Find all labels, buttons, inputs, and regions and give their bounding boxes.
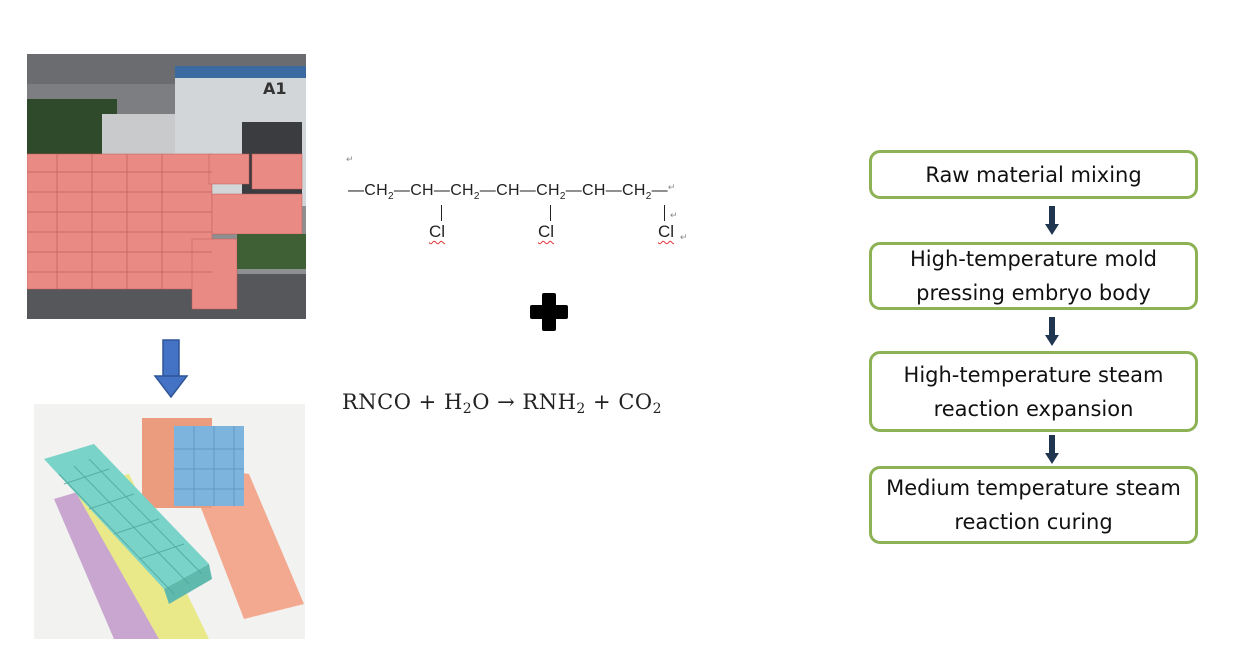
chlorine-atom: Cl [658,222,674,242]
co2-subscript: 2 [653,401,662,417]
water-h: H [444,390,463,414]
chain-segment: —CH [348,182,388,199]
bond-line [550,205,551,221]
polymer-chain: —CH2—CH—CH2—CH—CH2—CH—CH2—↵ [348,182,668,202]
pvc-structure-formula: ↵ —CH2—CH—CH2—CH—CH2—CH—CH2—↵ ↵ Cl Cl Cl… [340,150,780,260]
plus-operator: + [419,390,437,414]
flow-step-steam-curing: Medium temperature steam reaction curing [869,466,1198,544]
chlorine-atom: Cl [429,222,445,242]
paragraph-mark: ↵ [346,154,354,165]
plus-icon [529,292,569,332]
flow-down-arrow-icon [1045,317,1059,347]
amine-text: RNH [522,390,576,414]
flow-step-raw-material-mixing: Raw material mixing [869,150,1198,199]
water-subscript: 2 [463,401,472,417]
bond-line [441,205,442,221]
flow-step-steam-expansion: High-temperature steam reaction expansio… [869,351,1198,432]
factory-photo: A1 [27,54,306,319]
down-arrow-icon [153,339,189,399]
product-amine: RNH2 [522,390,585,414]
flow-step-mold-pressing: High-temperature mold pressing embryo bo… [869,242,1198,310]
reaction-arrow: → [497,390,515,414]
paragraph-mark: ↵ [680,232,688,243]
chain-segment: — [652,182,668,199]
building-sign: A1 [263,79,287,98]
bond-line [664,205,665,221]
foam-boards-photo [34,404,305,639]
flow-down-arrow-icon [1045,206,1059,236]
reaction-equation: RNCO + H2O → RNH2 + CO2 [342,390,662,417]
chain-segment: —CH—CH [480,182,560,199]
co2-text: CO [618,390,652,414]
reactant-water: H2O [444,390,490,414]
water-o: O [472,390,490,414]
paragraph-mark: ↵ [670,210,678,221]
paragraph-mark: ↵ [668,182,676,193]
plus-operator: + [593,390,611,414]
amine-subscript: 2 [576,401,585,417]
chain-segment: —CH—CH [394,182,474,199]
product-co2: CO2 [618,390,662,414]
reactant-rnco: RNCO [342,390,411,414]
chlorine-atom: Cl [538,222,554,242]
flow-down-arrow-icon [1045,435,1059,465]
chain-segment: —CH—CH [566,182,646,199]
